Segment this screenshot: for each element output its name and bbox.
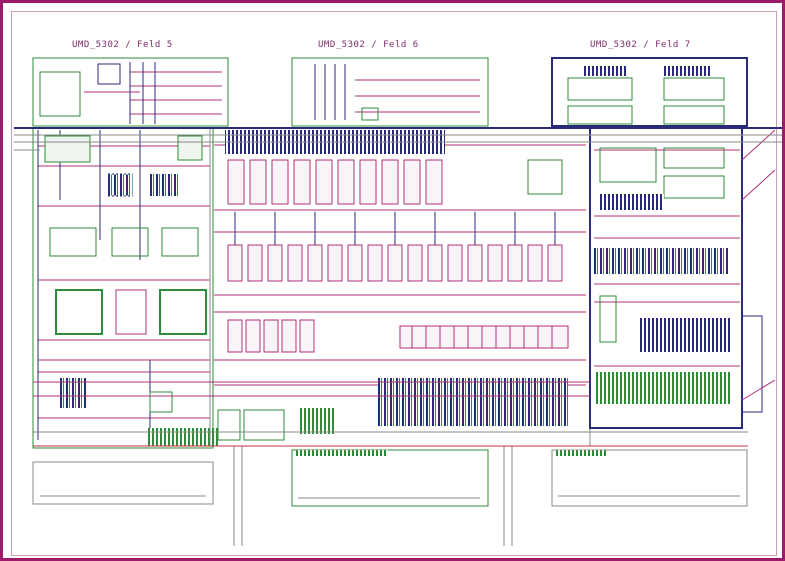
field-6-fuse-row bbox=[227, 244, 563, 282]
field-5-top-cabinet bbox=[32, 57, 229, 127]
field-7-breaker-bank bbox=[664, 66, 710, 76]
field-7-top-cabinet bbox=[551, 57, 748, 127]
field-5-terminal-strip bbox=[148, 428, 218, 446]
field-5-component bbox=[150, 174, 180, 196]
field-7-base-terminals bbox=[556, 450, 606, 456]
field-6-top-cabinet bbox=[291, 57, 489, 127]
field-6-breaker-row bbox=[227, 159, 443, 205]
field-6-base bbox=[291, 449, 489, 507]
field-5-relay bbox=[111, 227, 149, 257]
title-field-7: UMD_5302 / Feld 7 bbox=[590, 40, 691, 50]
field-5-component bbox=[107, 173, 133, 197]
field-6-terminal-strip bbox=[300, 408, 336, 434]
title-field-6: UMD_5302 / Feld 6 bbox=[318, 40, 419, 50]
field-5-component bbox=[60, 378, 86, 408]
field-7-side-panel bbox=[741, 315, 763, 413]
title-field-5: UMD_5302 / Feld 5 bbox=[72, 40, 173, 50]
field-7-component bbox=[567, 77, 633, 101]
field-5-relay bbox=[161, 227, 199, 257]
drawing-border bbox=[11, 11, 777, 556]
field-5-component bbox=[97, 63, 121, 85]
field-7-component bbox=[663, 147, 725, 169]
field-7-group bbox=[551, 57, 776, 507]
bus-bar-wiring bbox=[14, 127, 782, 447]
field-6-terminal-block bbox=[399, 325, 569, 349]
field-6-component bbox=[217, 409, 241, 441]
field-5-transformer bbox=[115, 289, 147, 335]
field-5-relay bbox=[49, 227, 97, 257]
field-7-base bbox=[551, 449, 748, 507]
field-7-component bbox=[599, 147, 657, 183]
field-7-terminal-strip bbox=[594, 248, 728, 274]
field-5-component bbox=[39, 71, 81, 117]
field-5-transformer bbox=[159, 289, 207, 335]
field-6-lower-row bbox=[227, 319, 315, 353]
field-6-base-terminals bbox=[296, 450, 388, 456]
field-5-transformer bbox=[55, 289, 103, 335]
field-6-terminal-strip bbox=[378, 378, 568, 426]
field-7-component bbox=[663, 105, 725, 125]
field-7-terminal-strip bbox=[594, 372, 732, 404]
field-5-base bbox=[32, 461, 214, 505]
field-6-component bbox=[361, 107, 379, 121]
field-7-component bbox=[663, 77, 725, 101]
field-6-group bbox=[209, 57, 591, 546]
field-6-component bbox=[243, 409, 285, 441]
field-5-component bbox=[177, 135, 203, 161]
field-5-component bbox=[44, 135, 91, 163]
field-5-component bbox=[149, 391, 173, 413]
field-7-component bbox=[567, 105, 633, 125]
field-7-component bbox=[599, 295, 617, 343]
field-7-breaker-bank bbox=[640, 318, 732, 352]
field-6-right-component bbox=[527, 159, 563, 195]
field-7-breaker-bank bbox=[600, 194, 664, 210]
field-7-breaker-bank bbox=[582, 66, 628, 76]
field-7-component bbox=[663, 175, 725, 199]
field-5-group bbox=[32, 57, 229, 505]
